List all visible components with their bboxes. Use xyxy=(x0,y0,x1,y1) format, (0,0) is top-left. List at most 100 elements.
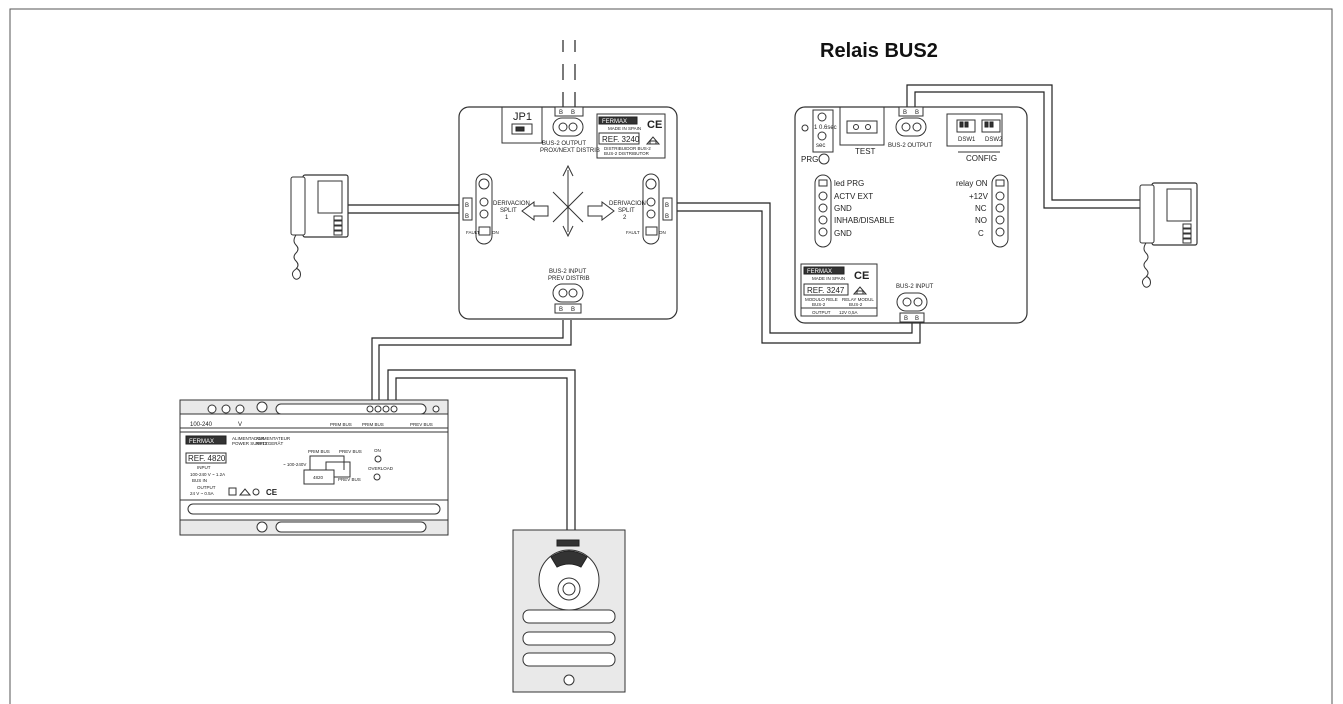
svg-text:GND: GND xyxy=(834,229,852,238)
timer-icon xyxy=(801,124,809,132)
svg-text:REF. 3247: REF. 3247 xyxy=(807,286,845,295)
svg-text:24 V ~ 0.5A: 24 V ~ 0.5A xyxy=(190,491,214,496)
call-buttons xyxy=(522,609,616,667)
svg-text:OUTPUT: OUTPUT xyxy=(812,310,831,315)
svg-text:INPUT: INPUT xyxy=(197,465,211,470)
svg-text:led PRG: led PRG xyxy=(834,179,864,188)
right-monitor xyxy=(1139,182,1198,288)
svg-text:B: B xyxy=(465,214,469,220)
svg-text:BUS-2 INPUT: BUS-2 INPUT xyxy=(549,269,587,275)
svg-text:NETZGERÄT: NETZGERÄT xyxy=(256,440,284,446)
svg-text:MADE IN SPAIN: MADE IN SPAIN xyxy=(608,126,641,131)
diagram-frame xyxy=(9,8,1333,704)
svg-text:ALIMENTADOR: ALIMENTADOR xyxy=(232,436,265,441)
svg-text:BUS-2 OUTPUT: BUS-2 OUTPUT xyxy=(542,141,586,147)
svg-text:OVERLOAD: OVERLOAD xyxy=(368,466,394,471)
svg-text:FAULT: FAULT xyxy=(626,230,640,235)
svg-text:INHAB/DISABLE: INHAB/DISABLE xyxy=(834,216,894,225)
svg-text:TEST: TEST xyxy=(855,147,876,156)
brand-logo: FERMAX xyxy=(189,439,214,445)
svg-text:relay ON: relay ON xyxy=(956,179,988,188)
left-monitor xyxy=(290,174,349,280)
wires xyxy=(348,40,1152,530)
svg-text:DERIVACION: DERIVACION xyxy=(609,201,646,207)
svg-text:B: B xyxy=(559,110,563,116)
svg-text:BUS-2 DISTRIBUTOR: BUS-2 DISTRIBUTOR xyxy=(604,151,650,156)
svg-text:CONFIG: CONFIG xyxy=(966,154,997,163)
svg-text:ON: ON xyxy=(659,230,666,235)
svg-text:1 0.6sec: 1 0.6sec xyxy=(814,125,837,131)
svg-text:REF. 4820: REF. 4820 xyxy=(188,454,226,463)
svg-text:2: 2 xyxy=(623,215,627,221)
svg-text:~ 100-240V: ~ 100-240V xyxy=(283,462,306,467)
svg-text:B: B xyxy=(665,214,669,220)
svg-text:SPLIT: SPLIT xyxy=(618,208,635,214)
svg-text:SPLIT: SPLIT xyxy=(500,208,517,214)
svg-text:NO: NO xyxy=(975,216,987,225)
svg-text:POWER SUPPLY: POWER SUPPLY xyxy=(232,441,268,446)
svg-text:DERIVACION: DERIVACION xyxy=(493,201,530,207)
svg-text:B: B xyxy=(904,316,908,322)
svg-text:PREV BUS: PREV BUS xyxy=(339,449,362,454)
handset-cord-icon xyxy=(1141,242,1151,288)
svg-text:BUS-2: BUS-2 xyxy=(812,302,826,307)
svg-text:C: C xyxy=(978,229,984,238)
svg-text:REF. 3240: REF. 3240 xyxy=(602,135,640,144)
svg-text:12V 0,5A: 12V 0,5A xyxy=(839,310,858,315)
svg-text:ON: ON xyxy=(374,448,381,453)
svg-text:B: B xyxy=(571,110,575,116)
svg-text:MODULO RELE: MODULO RELE xyxy=(805,297,838,302)
svg-text:PRIM BUS: PRIM BUS xyxy=(330,422,352,427)
brand-logo: FERMAX xyxy=(602,119,627,125)
svg-text:MADE IN SPAIN: MADE IN SPAIN xyxy=(812,276,845,281)
ce-mark: CE xyxy=(647,119,662,131)
svg-text:GND: GND xyxy=(834,204,852,213)
svg-text:ACTV EXT: ACTV EXT xyxy=(834,192,873,201)
svg-text:DSW1: DSW1 xyxy=(958,137,976,143)
svg-text:BUS-2 INPUT: BUS-2 INPUT xyxy=(896,284,934,290)
svg-text:PRG: PRG xyxy=(801,155,818,164)
svg-text:1: 1 xyxy=(505,215,509,221)
brand-logo: FERMAX xyxy=(807,269,832,275)
recycle-icon xyxy=(645,136,661,145)
svg-text:B: B xyxy=(915,110,919,116)
svg-text:ON: ON xyxy=(492,230,499,235)
svg-text:B: B xyxy=(915,316,919,322)
svg-text:+12V: +12V xyxy=(969,192,989,201)
svg-text:PROX/NEXT DISTRIB: PROX/NEXT DISTRIB xyxy=(540,148,600,154)
svg-text:BUS-2 OUTPUT: BUS-2 OUTPUT xyxy=(888,143,932,149)
svg-text:OUTPUT: OUTPUT xyxy=(197,485,216,490)
svg-text:4820: 4820 xyxy=(313,475,324,480)
svg-text:B: B xyxy=(559,307,563,313)
handset-cord-icon xyxy=(291,234,301,280)
ce-mark: CE xyxy=(854,270,869,282)
svg-text:DSW2: DSW2 xyxy=(985,137,1003,143)
svg-text:V: V xyxy=(238,422,242,428)
power-supply: 100-240 V PRIM BUS PRIM BUS PREV BUS FER… xyxy=(179,399,449,536)
bus2-relay-module: 1 0.6sec sec PRG TEST B B BUS-2 OUTPUT D… xyxy=(794,106,1028,324)
svg-text:PREV DISTRIB: PREV DISTRIB xyxy=(548,276,590,282)
svg-text:ALIMENTATEUR: ALIMENTATEUR xyxy=(256,436,291,441)
svg-text:100-240: 100-240 xyxy=(190,422,213,428)
svg-text:B: B xyxy=(903,110,907,116)
svg-text:B: B xyxy=(571,307,575,313)
svg-text:FAULT: FAULT xyxy=(466,230,480,235)
svg-text:B: B xyxy=(465,203,469,209)
svg-text:100-240 V ~ 1.2A: 100-240 V ~ 1.2A xyxy=(190,472,225,477)
svg-text:JP1: JP1 xyxy=(513,111,532,123)
svg-text:DISTRIBUIDOR BUS-2: DISTRIBUIDOR BUS-2 xyxy=(604,146,651,151)
svg-text:BUS IN: BUS IN xyxy=(192,478,207,483)
monitor-buttons xyxy=(333,215,343,236)
led-indicator xyxy=(374,455,382,463)
ce-mark: CE xyxy=(266,488,278,497)
svg-text:sec: sec xyxy=(816,143,825,149)
svg-text:RELAY MODUL: RELAY MODUL xyxy=(842,297,874,302)
svg-text:BUS-2: BUS-2 xyxy=(849,302,863,307)
svg-text:PREV BUS: PREV BUS xyxy=(410,422,433,427)
svg-text:NC: NC xyxy=(975,204,987,213)
bus2-distributor: JP1 B B BUS-2 OUTPUT PROX/NEXT DISTRIB F… xyxy=(458,106,678,320)
svg-text:PRIM BUS: PRIM BUS xyxy=(308,449,330,454)
svg-text:PREV BUS: PREV BUS xyxy=(338,477,361,482)
recycle-icon xyxy=(852,286,868,295)
